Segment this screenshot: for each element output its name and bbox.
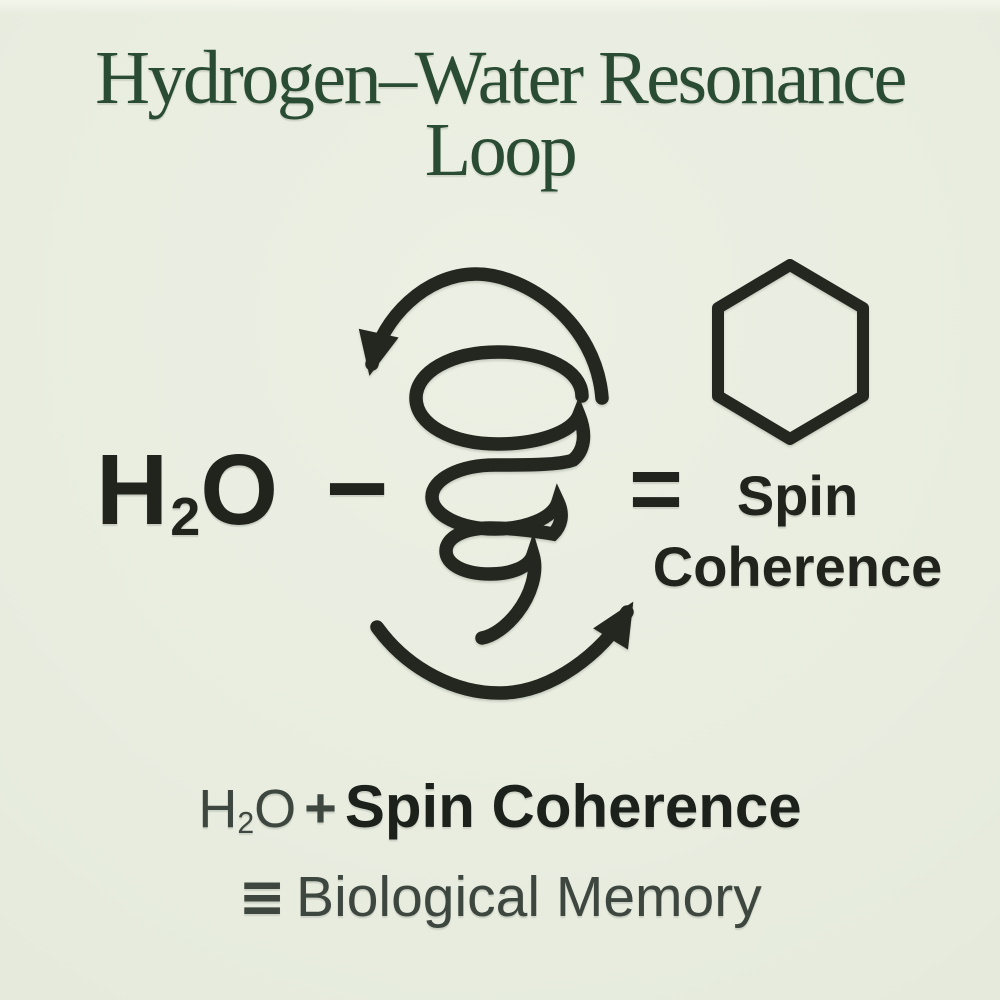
h2o-subscript: 2 [170,486,201,547]
spin-coherence-line2: Coherence [652,535,943,598]
footer-biological-memory: Biological Memory [296,865,762,929]
bottom-circulation-arrow [370,601,634,700]
summary-line2: ≡Biological Memory [0,860,1000,934]
spin-coherence-label: Spin Coherence [640,460,955,602]
footer-h2o-subscript: 2 [237,807,255,841]
title-block: Hydrogen–Water Resonance Loop [0,36,1000,192]
equals-operator: = [629,438,683,540]
spin-coherence-line1: Spin [736,464,859,527]
diagram-title-line1: Hydrogen–Water Resonance [95,36,907,120]
h2o-term: H2O [96,438,280,546]
spiral-vortex-arrows-icon [358,267,634,700]
top-circulation-arrow [358,267,609,405]
equivalence-operator: ≡ [238,864,287,930]
summary-block: H2O+Spin Coherence ≡Biological Memory [0,770,1000,934]
footer-h2o: H2O [198,779,297,841]
h2o-h: H [96,434,171,546]
minus-operator: − [325,427,389,548]
summary-line1: H2O+Spin Coherence [0,770,1000,860]
footer-spin-coherence: Spin Coherence [344,773,802,840]
footer-h2o-h: H [198,779,238,839]
spiral-coil [409,345,591,645]
hexagon-outline-icon [712,259,869,445]
hexagon-shape [712,259,869,445]
diagram-title-line2: Loop [424,108,578,192]
plus-operator: + [304,776,337,839]
h2o-o: O [200,434,281,546]
footer-h2o-o: O [254,779,297,839]
